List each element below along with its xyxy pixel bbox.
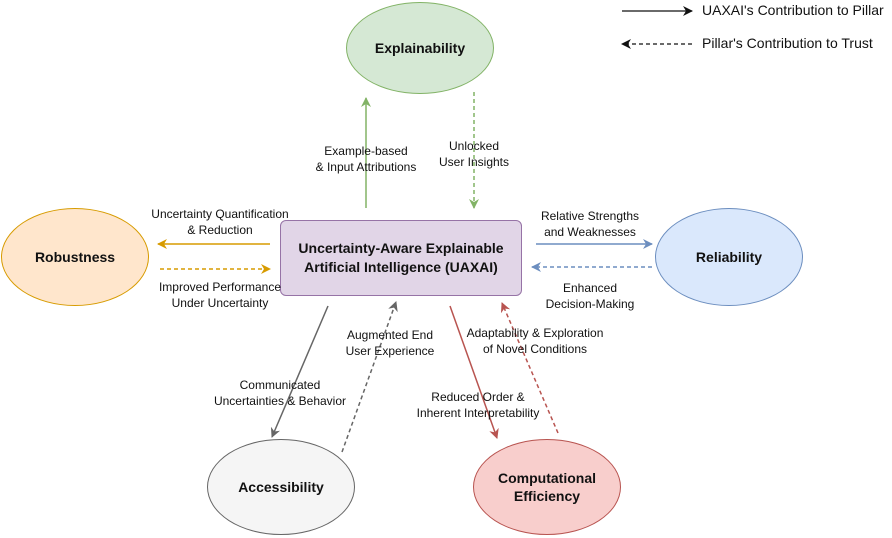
effic-solid-label: Reduced Order & Inherent Interpretabilit… xyxy=(416,390,540,420)
effic-dashed-arrow xyxy=(500,302,559,434)
access-solid-label: Communicated Uncertainties & Behavior xyxy=(213,378,347,408)
efficiency-label-line2: Efficiency xyxy=(513,488,581,504)
accessibility-node: Accessibility xyxy=(207,439,355,535)
access-dashed-arrow xyxy=(341,301,398,453)
explain-solid-label: Example-based & Input Attributions xyxy=(315,144,417,174)
center-label-line2: Artificial Intelligence (UAXAI) xyxy=(304,259,498,275)
reliab-solid-label: Relative Strengths and Weaknesses xyxy=(540,209,640,239)
efficiency-node: Computational Efficiency xyxy=(473,439,621,535)
legend-dashed-label: Pillar's Contribution to Trust xyxy=(702,35,873,51)
robustness-node: Robustness xyxy=(1,208,149,306)
efficiency-label-line1: Computational xyxy=(498,470,596,486)
legend-solid-label: UAXAI's Contribution to Pillar xyxy=(702,2,884,18)
reliability-node: Reliability xyxy=(655,208,803,306)
access-dashed-label: Augmented End User Experience xyxy=(345,328,435,358)
robustness-label: Robustness xyxy=(34,249,116,265)
reliab-dashed-label: Enhanced Decision-Making xyxy=(545,281,635,311)
explainability-node: Explainability xyxy=(346,2,494,94)
access-solid-arrow xyxy=(270,305,329,438)
accessibility-label: Accessibility xyxy=(238,479,324,495)
robust-solid-label: Uncertainty Quantification & Reduction xyxy=(151,207,289,237)
reliability-label: Reliability xyxy=(695,249,763,265)
center-label-line1: Uncertainty-Aware Explainable xyxy=(298,240,504,256)
uaxai-center-node: Uncertainty-Aware Explainable Artificial… xyxy=(280,220,522,296)
effic-solid-arrow xyxy=(449,305,499,439)
robust-dashed-label: Improved Performance Under Uncertainty xyxy=(158,280,282,310)
explain-dashed-label: Unlocked User Insights xyxy=(438,139,510,169)
explainability-label: Explainability xyxy=(374,40,466,56)
effic-dashed-label: Adaptability & Exploration of Novel Cond… xyxy=(466,326,604,356)
